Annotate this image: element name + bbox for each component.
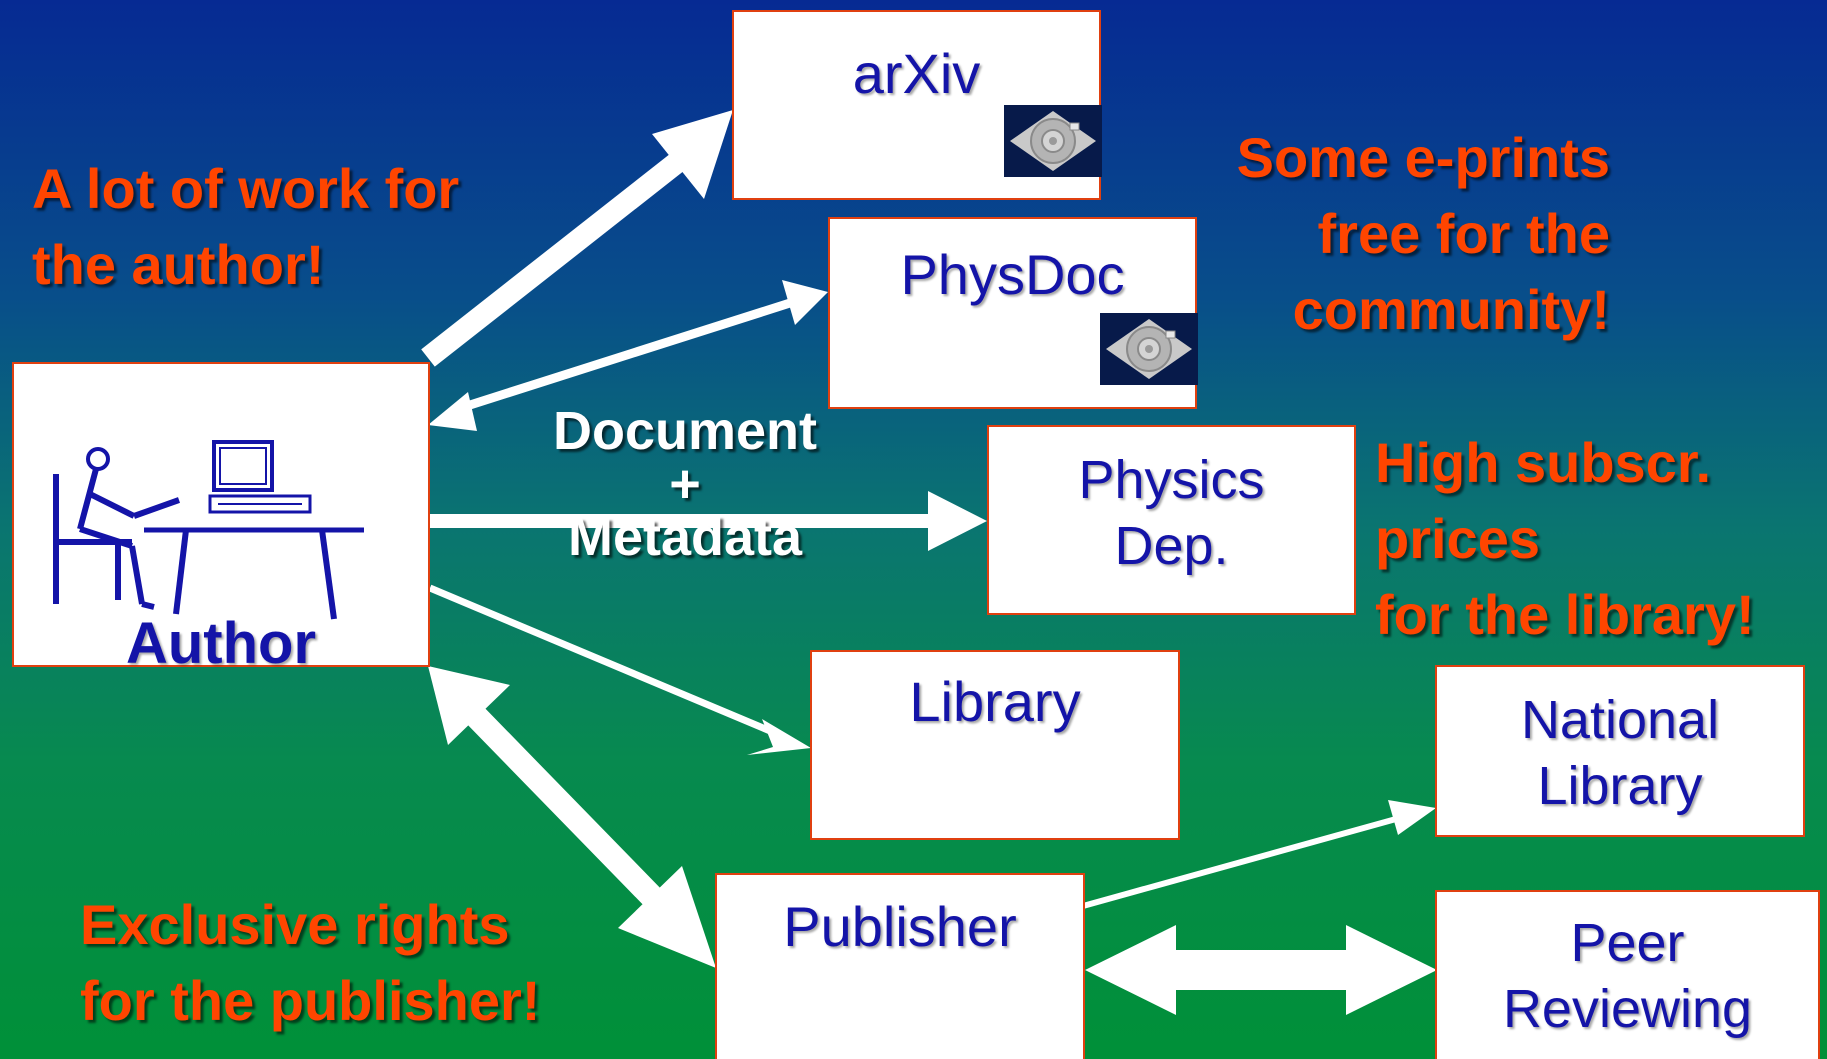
arrow-author-head-publisher	[428, 666, 510, 745]
arrow-author-arxiv-head	[652, 110, 733, 199]
national-library-label: National Library	[1520, 690, 1720, 816]
arrow-physdoc-head	[782, 280, 828, 325]
author-label: Author	[125, 611, 317, 676]
cd-disc-icon	[1004, 105, 1102, 177]
note-author-work: A lot of work for the author!	[32, 157, 460, 296]
publisher-box: Publisher	[715, 873, 1085, 1059]
arrow-publisher-head-peer	[1085, 925, 1176, 1015]
arrow-peer-head	[1346, 925, 1437, 1015]
peer-reviewing-box: Peer Reviewing	[1435, 890, 1820, 1059]
arrow-publisher-national	[1082, 816, 1397, 909]
library-label: Library	[909, 670, 1081, 733]
cd-disc-icon	[1100, 313, 1198, 385]
physics-dep-box: Physics Dep.	[987, 425, 1356, 615]
arrow-author-publisher	[461, 701, 669, 914]
arrow-physicsdep-head	[928, 491, 987, 551]
arrow-author-library	[428, 584, 777, 737]
library-box: Library	[810, 650, 1180, 840]
physdoc-label: PhysDoc	[900, 243, 1125, 306]
note-eprints: Some e-prints free for the community!	[1236, 126, 1610, 341]
author-box: Author	[12, 362, 430, 674]
arrow-publisher-head	[618, 866, 716, 968]
author-at-computer-icon	[53, 440, 364, 620]
arrow-author-head-physdoc	[428, 392, 477, 431]
note-subscr: High subscr. prices for the library!	[1375, 431, 1755, 646]
publisher-label: Publisher	[783, 895, 1017, 958]
note-exclusive: Exclusive rights for the publisher!	[80, 893, 541, 1032]
national-library-box: National Library	[1435, 665, 1805, 837]
arrow-library-head	[747, 719, 811, 755]
document-metadata-label: Document + Metadata	[552, 401, 817, 567]
peer-reviewing-label: Peer Reviewing	[1502, 913, 1753, 1039]
arrow-author-physdoc	[468, 298, 792, 410]
physics-dep-label: Physics Dep.	[1078, 450, 1265, 576]
arxiv-label: arXiv	[852, 42, 981, 105]
arrow-author-arxiv	[421, 151, 687, 367]
arrow-national-head	[1388, 800, 1436, 835]
